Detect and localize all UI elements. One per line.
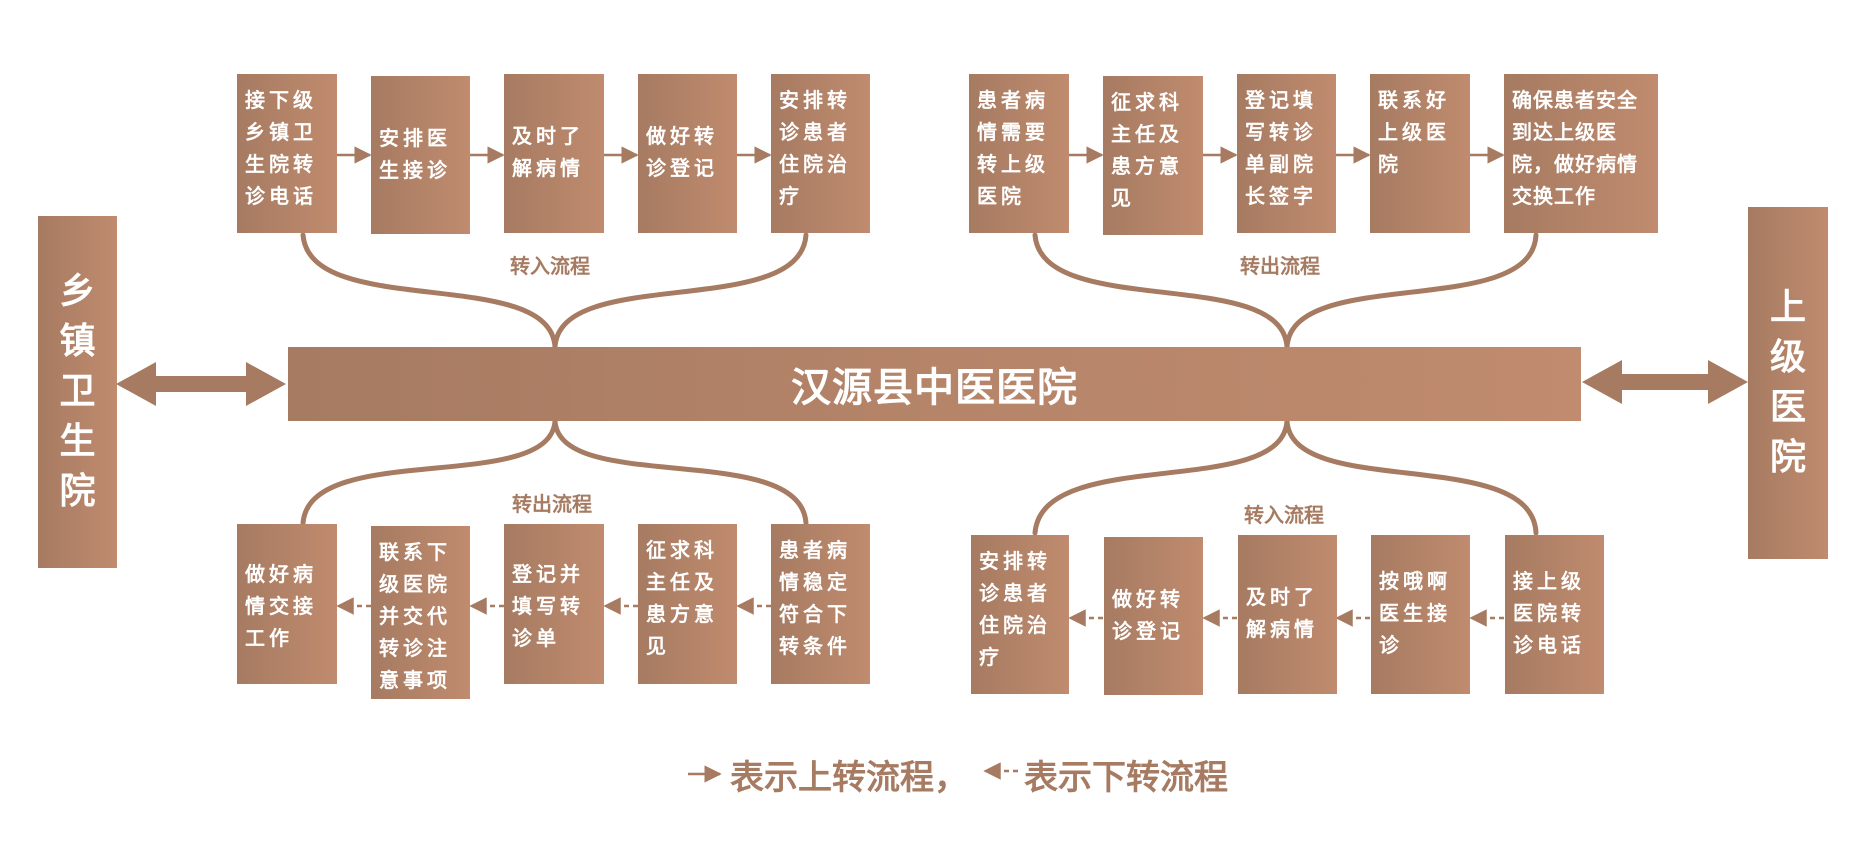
step-box: 征求科主任及患方意见 <box>638 524 737 684</box>
step-text: 接上级医院转诊电话 <box>1513 569 1585 657</box>
step-box: 联系好上级医院 <box>1370 74 1470 233</box>
step-text: 按哦啊医生接诊 <box>1379 569 1451 657</box>
step-box: 按哦啊医生接诊 <box>1371 535 1470 694</box>
step-text: 登记并填写转诊单 <box>512 562 584 650</box>
section-label-top-left: 转入流程 <box>510 254 590 278</box>
step-box: 接下级乡镇卫生院转诊电话 <box>237 74 337 233</box>
step-box: 接上级医院转诊电话 <box>1505 535 1604 694</box>
step-text: 联系好上级医院 <box>1378 88 1450 176</box>
double-arrow-left <box>116 362 286 406</box>
step-box: 登记填写转诊单副院长签字 <box>1237 74 1336 233</box>
step-text: 做好病情交接工作 <box>245 562 317 650</box>
step-text: 患者病情稳定符合下转条件 <box>779 538 851 658</box>
township-hospital-box: 乡镇卫生院 <box>38 216 117 568</box>
step-text: 安排转诊患者住院治疗 <box>779 88 851 208</box>
center-hospital-bar: 汉源县中医医院 <box>288 347 1581 421</box>
step-box: 征求科主任及患方意见 <box>1103 76 1203 235</box>
section-label-bottom-left: 转出流程 <box>512 492 592 516</box>
step-text: 确保患者安全到达上级医院，做好病情交换工作 <box>1512 88 1638 208</box>
step-box: 确保患者安全到达上级医院，做好病情交换工作 <box>1504 74 1658 233</box>
township-hospital-label: 乡镇卫生院 <box>59 271 96 512</box>
section-label-bottom-right: 转入流程 <box>1244 503 1324 527</box>
step-box: 安排医生接诊 <box>371 76 470 234</box>
step-box: 登记并填写转诊单 <box>504 524 604 684</box>
step-box: 安排转诊患者住院治疗 <box>971 535 1069 694</box>
step-box: 做好病情交接工作 <box>237 524 337 684</box>
brace-bottom-right <box>1032 420 1539 536</box>
step-text: 安排转诊患者住院治疗 <box>979 549 1051 669</box>
step-text: 做好转诊登记 <box>1112 587 1184 643</box>
step-box: 联系下级医院并交代转诊注意事项 <box>371 526 470 699</box>
step-text: 征求科主任及患方意见 <box>646 538 718 658</box>
superior-hospital-label: 上级医院 <box>1769 287 1806 478</box>
step-box: 及时了解病情 <box>1238 535 1337 694</box>
section-label-top-right: 转出流程 <box>1240 254 1320 278</box>
brace-bottom-left <box>300 420 809 526</box>
legend-down-text: 表示下转流程 <box>1024 757 1228 798</box>
step-text: 安排医生接诊 <box>379 126 451 182</box>
legend-up-text: 表示上转流程， <box>730 757 968 798</box>
center-hospital-title: 汉源县中医医院 <box>791 365 1078 411</box>
step-box: 患者病情需要转上级医院 <box>969 74 1069 233</box>
step-text: 联系下级医院并交代转诊注意事项 <box>379 540 451 692</box>
step-box: 做好转诊登记 <box>638 74 737 233</box>
step-box: 做好转诊登记 <box>1104 537 1203 695</box>
double-arrow-right <box>1582 360 1748 404</box>
step-text: 及时了解病情 <box>512 124 584 180</box>
step-box: 及时了解病情 <box>504 74 604 233</box>
step-text: 患者病情需要转上级医院 <box>977 88 1049 208</box>
step-box: 患者病情稳定符合下转条件 <box>771 524 870 684</box>
step-text: 征求科主任及患方意见 <box>1111 90 1183 210</box>
step-text: 及时了解病情 <box>1246 585 1318 641</box>
superior-hospital-box: 上级医院 <box>1748 207 1828 559</box>
step-box: 安排转诊患者住院治疗 <box>771 74 870 233</box>
step-text: 接下级乡镇卫生院转诊电话 <box>245 88 317 208</box>
legend: 表示上转流程， 表示下转流程 <box>686 748 1228 800</box>
step-text: 登记填写转诊单副院长签字 <box>1245 88 1317 208</box>
step-text: 做好转诊登记 <box>646 124 718 180</box>
